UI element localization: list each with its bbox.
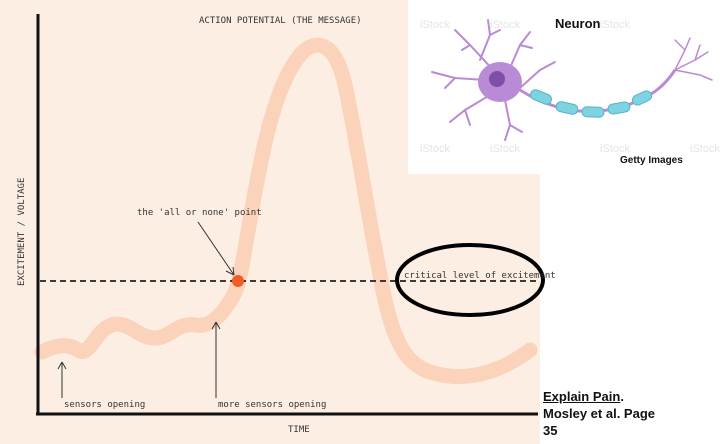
watermark-text-3: iStock: [600, 19, 630, 31]
sensors-opening-label: sensors opening: [64, 400, 145, 410]
diagram-title: ACTION POTENTIAL (THE MESSAGE): [199, 16, 362, 26]
threshold-label: critical level of excitement: [404, 271, 556, 281]
neuron-axon-icon: [519, 69, 677, 113]
annotation-arrows: [57, 221, 235, 398]
all-or-none-arrow: [197, 221, 235, 276]
watermark-text-7: iStock: [690, 143, 720, 155]
source-citation: Explain Pain. Mosley et al. Page 35: [543, 388, 718, 439]
watermark-text-2: iStock: [490, 19, 520, 31]
action-potential-curve: [34, 37, 538, 384]
watermark-text-5: iStock: [490, 143, 520, 155]
more-sensors-label: more sensors opening: [218, 400, 326, 410]
x-axis-label: TIME: [288, 425, 310, 435]
image-credit: Getty Images: [620, 155, 683, 166]
neuron-title: Neuron: [555, 16, 601, 31]
all-or-none-label: the 'all or none' point: [137, 208, 262, 218]
source-line-2: Mosley et al. Page: [543, 406, 655, 421]
neuron-nucleus-icon: [489, 71, 505, 87]
all-or-none-point: [232, 275, 244, 287]
y-axis-label: EXCITEMENT / VOLTAGE: [17, 178, 27, 286]
neuron-dendrites-icon: [431, 19, 556, 141]
source-title: Explain Pain: [543, 389, 621, 404]
axon-terminal-icon: [674, 37, 713, 81]
source-line-3: 35: [543, 423, 558, 438]
threshold-label-circle: [395, 243, 545, 317]
neuron-inset: iStock iStock iStock iStock iStock iStoc…: [408, 0, 724, 174]
watermark-text: iStock: [420, 19, 450, 31]
neuron-inset-background: [408, 0, 724, 174]
myelin-sheath-icon: [529, 89, 653, 118]
watermark-text-4: iStock: [420, 143, 450, 155]
watermark-text-6: iStock: [600, 143, 630, 155]
